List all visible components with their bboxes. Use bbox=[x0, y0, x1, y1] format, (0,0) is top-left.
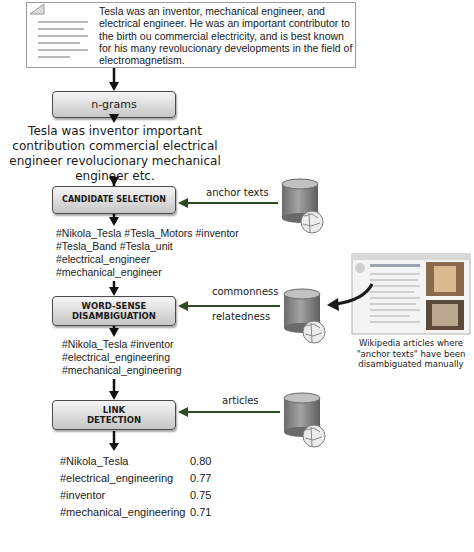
candidate-list: #Nikola_Tesla #Tesla_Motors #inventor #T… bbox=[56, 227, 256, 279]
output-arrow bbox=[109, 431, 119, 451]
document-icon bbox=[30, 4, 88, 57]
result-score: 0.80 bbox=[190, 455, 230, 468]
source-label: anchor texts bbox=[206, 187, 286, 199]
arrow-head bbox=[109, 287, 119, 296]
wikipedia-screenshot bbox=[352, 254, 470, 334]
flow-arrow bbox=[109, 68, 119, 91]
arrow-head bbox=[109, 82, 119, 91]
arrow-head bbox=[109, 328, 119, 337]
curved-arrow bbox=[327, 284, 372, 311]
box-label: LINK DETECTION bbox=[79, 405, 149, 425]
result-score: 0.77 bbox=[190, 472, 230, 485]
result-entity: #electrical_engineering bbox=[60, 472, 190, 485]
process-box: CANDIDATE SELECTION bbox=[52, 186, 176, 214]
ngram-list: Tesla was inventor important contributio… bbox=[4, 124, 226, 184]
process-box: n-grams bbox=[52, 91, 176, 118]
box-label: CANDIDATE SELECTION bbox=[53, 195, 175, 205]
result-score: 0.71 bbox=[190, 506, 230, 519]
box-label: WORD-SENSE DISAMBIGUATION bbox=[55, 301, 173, 321]
arrow-head bbox=[109, 391, 119, 400]
result-entity: #Nikola_Tesla bbox=[60, 455, 190, 468]
source-label: articles bbox=[222, 395, 282, 407]
connector-line bbox=[113, 68, 116, 83]
result-entity: #inventor bbox=[60, 489, 190, 502]
process-box: WORD-SENSE DISAMBIGUATION bbox=[52, 296, 176, 326]
result-entity: #mechanical_engineering bbox=[60, 506, 190, 519]
database-icon bbox=[284, 393, 325, 447]
document-box: Tesla was an inventor, mechanical engine… bbox=[26, 2, 356, 68]
screenshot-caption: Wikipedia articles where "anchor texts" … bbox=[350, 338, 472, 370]
result-score: 0.75 bbox=[190, 489, 230, 502]
database-icon bbox=[284, 289, 325, 343]
document-text: Tesla was an inventor, mechanical engine… bbox=[99, 5, 354, 66]
database-icon bbox=[282, 179, 323, 233]
source-label: relatedness bbox=[212, 311, 292, 323]
source-label: commonness bbox=[212, 286, 292, 298]
process-box: LINK DETECTION bbox=[52, 400, 176, 430]
arrow-head bbox=[109, 217, 119, 226]
disambiguated-list: #Nikola_Tesla #inventor #electrical_engi… bbox=[62, 338, 232, 377]
box-label: n-grams bbox=[55, 98, 173, 111]
